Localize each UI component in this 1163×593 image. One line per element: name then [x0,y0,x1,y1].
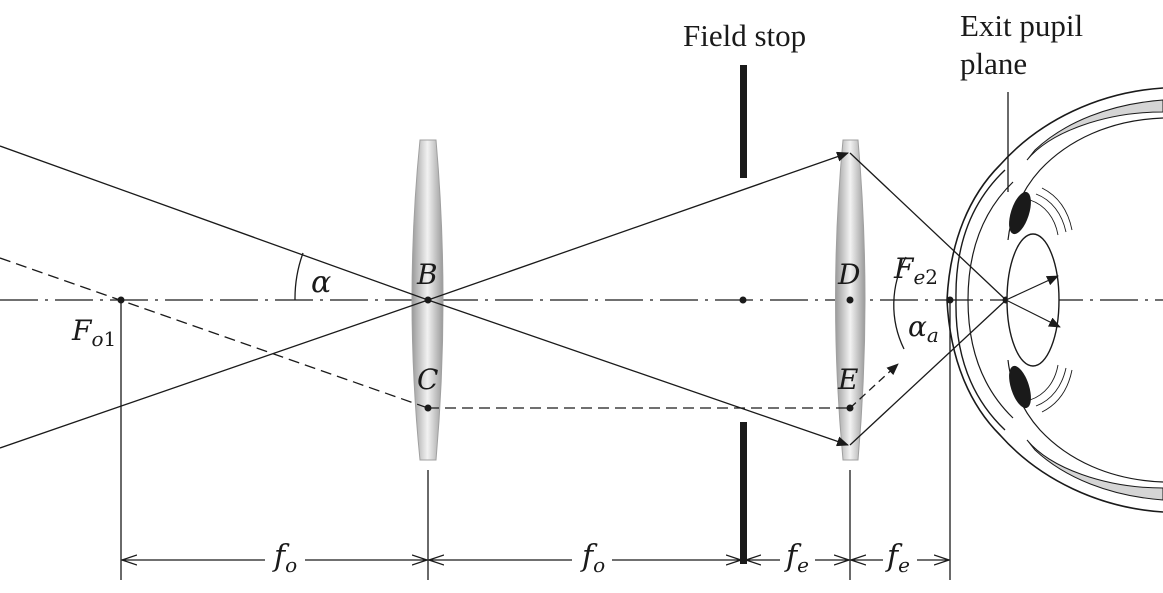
ray-to-eyepiece-top [427,151,849,301]
field-stop-lower [740,422,747,564]
eye-ciliary-upper [1029,187,1073,236]
field-stop-label: Field stop [683,18,806,53]
label-C: C [417,363,438,396]
dashed-ray-after-E [849,363,899,409]
ray-eyepiece-bottom-to-pupil [849,299,1007,446]
point-B [424,296,432,304]
point-field-stop [739,296,747,304]
eye-sclera-band [1026,99,1163,501]
alpha-angle-arc [294,252,304,301]
field-stop-upper [740,65,747,178]
point-D [846,296,854,304]
point-C [424,404,432,412]
exit-pupil-label-line2: plane [960,46,1027,81]
label-Fe2: Fe2 [893,252,938,289]
eye-outer-shell [946,87,1163,513]
eye-illustration [946,87,1163,513]
eye-lens [1006,233,1060,367]
label-E: E [837,363,858,396]
ray-upper-incoming [0,145,429,301]
label-fo-2: fo [580,539,605,577]
exit-pupil-label-line1: Exit pupil [960,8,1083,43]
dashed-ray-to-C [0,257,429,409]
label-fe-1: fe [784,539,809,577]
eye-cornea-inner [967,181,1014,419]
eye-cornea [955,169,1006,431]
label-B: B [416,258,438,291]
eye-iris-upper [1009,191,1031,235]
label-D: D [837,258,860,291]
label-Fo1: Fo1 [71,314,116,351]
ray-to-eyepiece-bottom [427,299,849,447]
eye-iris-lower [1009,365,1031,409]
ray-eyepiece-top-to-pupil [849,152,1007,301]
label-alpha-a: αa [908,310,939,347]
eye-ray-lower [1005,299,1061,328]
eye-ray-upper [1005,275,1059,301]
alpha-label: α [311,265,331,300]
eye-ciliary-lower [1029,364,1073,413]
point-E [846,404,854,412]
alpha-a-angle-arc [893,256,907,350]
ray-lower-incoming [0,299,429,449]
label-fe-2: fe [885,539,910,577]
label-fo-1: fo [272,539,297,577]
